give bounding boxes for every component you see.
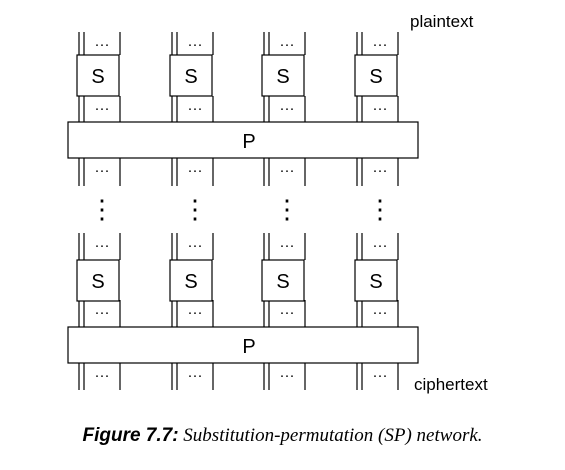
p-box <box>67 326 419 364</box>
wire-ellipsis: ··· <box>188 304 203 321</box>
p-box-label: P <box>242 336 255 358</box>
round-top: S S S S P <box>67 54 419 159</box>
s-box-4 <box>354 259 398 302</box>
wire-ellipsis: ··· <box>188 162 203 179</box>
s-box-4 <box>354 54 398 97</box>
s-box-2 <box>169 259 213 302</box>
wire-ellipsis: ··· <box>373 237 388 254</box>
s-box-label: S <box>276 271 289 293</box>
wire-ellipsis: ··· <box>373 162 388 179</box>
s-box-label: S <box>369 271 382 293</box>
s-box-label: S <box>369 66 382 88</box>
caption-label: Figure 7.7: <box>82 425 179 446</box>
wire-ellipsis: ··· <box>95 162 110 179</box>
s-box-2 <box>169 54 213 97</box>
wire-ellipsis: ··· <box>188 367 203 384</box>
plaintext-label: plaintext <box>410 12 474 31</box>
s-box-3 <box>261 54 305 97</box>
wire-ellipsis: ··· <box>373 100 388 117</box>
wire-ellipsis: ··· <box>188 100 203 117</box>
wire-ellipsis: ··· <box>280 36 295 53</box>
wire-ellipsis: ··· <box>280 100 295 117</box>
wire-ellipsis: ··· <box>95 304 110 321</box>
round-bottom: S S S S P <box>67 259 419 364</box>
s-box-1 <box>76 54 120 97</box>
s-box-label: S <box>91 271 104 293</box>
wire-ellipsis: ··· <box>95 237 110 254</box>
wires <box>78 32 399 390</box>
figure-caption: Figure 7.7: Substitution-permutation (SP… <box>0 425 565 447</box>
s-box-label: S <box>91 66 104 88</box>
ellipsis-dots: ··· ··· ··· ··· ··· ··· ⋮ ··· ··· ··· ··· ··· ··· ⋮ ··… <box>89 36 393 384</box>
ciphertext-label: ciphertext <box>414 375 488 394</box>
round-ellipsis: ⋮ <box>89 194 115 224</box>
wire-ellipsis: ··· <box>280 304 295 321</box>
p-box <box>67 121 419 159</box>
caption-text: Substitution-permutation (SP) network. <box>183 425 483 446</box>
wire-ellipsis: ··· <box>373 36 388 53</box>
wire-ellipsis: ··· <box>95 100 110 117</box>
s-box-1 <box>76 259 120 302</box>
wire-ellipsis: ··· <box>280 367 295 384</box>
wire-ellipsis: ··· <box>280 162 295 179</box>
round-ellipsis: ⋮ <box>367 194 393 224</box>
s-box-3 <box>261 259 305 302</box>
wire-ellipsis: ··· <box>95 36 110 53</box>
s-box-label: S <box>184 271 197 293</box>
wire-ellipsis: ··· <box>188 237 203 254</box>
s-box-label: S <box>276 66 289 88</box>
wire-ellipsis: ··· <box>95 367 110 384</box>
wire-ellipsis: ··· <box>280 237 295 254</box>
round-ellipsis: ⋮ <box>274 194 300 224</box>
s-box-label: S <box>184 66 197 88</box>
wire-ellipsis: ··· <box>373 304 388 321</box>
p-box-label: P <box>242 131 255 153</box>
wire-ellipsis: ··· <box>188 36 203 53</box>
round-ellipsis: ⋮ <box>182 194 208 224</box>
wire-ellipsis: ··· <box>373 367 388 384</box>
